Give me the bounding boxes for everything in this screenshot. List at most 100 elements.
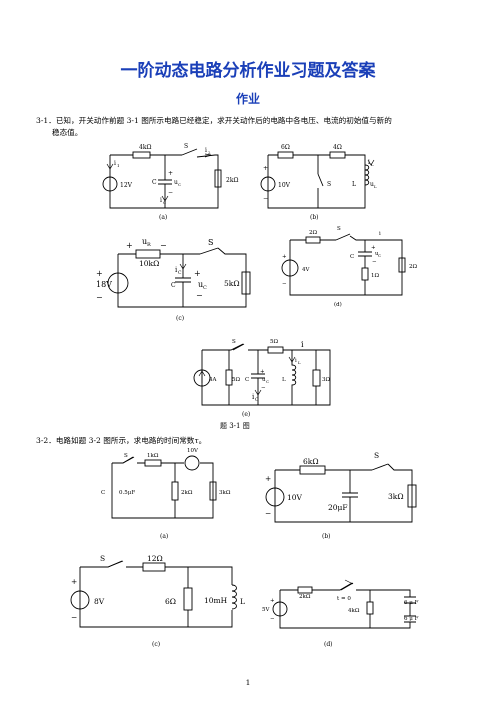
b-r2-label: 4Ω [333, 144, 342, 151]
2a-switch-label: S [124, 453, 128, 459]
a-i1-sub: 1 [117, 163, 120, 168]
resistor-2k-2a [171, 481, 179, 501]
c-uc-plus: + [194, 269, 201, 278]
e-r3-label: 3Ω [322, 377, 330, 383]
e-uc-label: u [262, 377, 266, 383]
d-c-label: C [350, 254, 354, 260]
b-minus: − [263, 195, 268, 202]
2b-switch-label: S [374, 451, 379, 460]
a-ic-label: i [160, 197, 162, 204]
e-r2-label: 5Ω [232, 377, 240, 383]
2d-r2-label: 4kΩ [348, 608, 360, 614]
capacitors-6uf [404, 596, 416, 623]
voltage-source-8v [70, 590, 90, 610]
b-inductor-label: L [352, 181, 356, 188]
e-l-label: L [282, 377, 286, 383]
c-r1-label: 10kΩ [139, 259, 159, 268]
2d-plus: + [270, 598, 275, 604]
voltage-source-10v-2a [184, 455, 200, 471]
b-il-label: i [368, 159, 370, 166]
fig-3-1-e-label: (e) [242, 411, 250, 418]
c-src-plus: + [96, 269, 103, 278]
c-plus-top: + [126, 241, 133, 250]
b-source-label: 10V [278, 182, 291, 189]
fig-3-2-d-label: (d) [324, 641, 333, 648]
c-switch-label: S [208, 238, 213, 247]
a-switch-label: S [184, 143, 188, 150]
d-uc-minus: − [372, 259, 377, 265]
e-switch-label: S [232, 339, 236, 345]
fig-3-1-a-label: (a) [159, 214, 167, 221]
2c-r1-label: 12Ω [147, 554, 163, 563]
d-uc-plus: + [371, 245, 376, 251]
c-ic-sub: C [178, 270, 182, 276]
b-plus: + [263, 165, 268, 172]
2b-minus: − [265, 509, 271, 518]
d-switch-label: S [337, 226, 341, 232]
voltage-source-4v [281, 259, 299, 277]
section-heading: 作业 [235, 92, 260, 106]
switch-a [181, 148, 198, 156]
voltage-source-5v [272, 601, 288, 617]
circuit-3-2-d [272, 579, 416, 629]
d-r1-label: 2Ω [309, 230, 317, 236]
c-ur-label: u [142, 237, 147, 246]
b-ul-sub: L [374, 184, 377, 189]
2b-plus: + [265, 474, 271, 483]
resistor-2ohm-top [305, 236, 321, 244]
2b-r2-label: 3kΩ [388, 492, 404, 501]
question-3-2-text: 3-2．电路如题 3-2 图所示，求电路的时间常数 [36, 436, 195, 445]
2a-r2-label: 2kΩ [181, 490, 193, 496]
resistor-2k-2d [297, 586, 313, 594]
2d-minus: − [270, 616, 275, 622]
e-c-label: C [245, 377, 249, 383]
resistor-10k [135, 249, 161, 259]
e-i-label: i [301, 340, 304, 349]
c-source-label: 18V [96, 280, 112, 289]
c-r2-label: 5kΩ [224, 279, 240, 288]
2c-l-value: 10mH [204, 596, 228, 605]
fig-3-1-b-label: (b) [310, 214, 319, 221]
d-uc-label: u [375, 251, 379, 257]
resistor-4k-2d [366, 601, 374, 615]
d-source-label: 4V [302, 267, 310, 273]
e-ic-sub: C [255, 397, 259, 403]
b-il-sub: L [371, 162, 374, 167]
question-3-1-line2: 稳态值。 [52, 128, 83, 137]
2b-r1-label: 6kΩ [303, 457, 319, 466]
current-source-4a [193, 369, 211, 387]
circuit-3-1-e [193, 343, 331, 406]
2a-r3-label: 3kΩ [219, 490, 231, 496]
a-source-label: 12V [120, 182, 133, 189]
fig-3-1-d-label: (d) [334, 301, 342, 308]
e-il-label: i [295, 358, 297, 364]
resistor-5ohm-top [267, 346, 284, 354]
2b-c-label: 20μF [328, 503, 348, 512]
c-minus-top: − [160, 241, 167, 250]
2c-plus: + [71, 577, 77, 586]
2c-r2-label: 6Ω [165, 597, 176, 606]
2d-c2-label: 6 μ F [404, 616, 419, 622]
c-uc-sub: C [203, 285, 207, 291]
a-uc-label: u [174, 179, 178, 186]
circuit-3-1-d [281, 233, 406, 296]
e-ic-label: i [252, 393, 255, 401]
d-r3-label: 2Ω [409, 264, 417, 270]
a-i2-sub: 2 [208, 150, 211, 155]
resistor-12ohm [142, 562, 166, 572]
switch-c [199, 247, 219, 255]
b-switch-label: S [327, 181, 331, 188]
resistor-3ohm [312, 369, 321, 387]
c-src-minus: − [96, 293, 103, 302]
circuit-3-2-c [70, 560, 237, 628]
resistor-2ohm-right [398, 257, 406, 273]
question-3-1-line1: 3-1．已知，开关动作前题 3-1 图所示电路已经稳定，求开关动作后的电路中各电… [36, 116, 392, 125]
a-r2-label: 2kΩ [226, 177, 238, 184]
resistor-5ohm-mid [225, 369, 233, 386]
e-uc-plus: + [260, 369, 265, 375]
2c-minus: − [71, 613, 77, 622]
a-plus: + [168, 170, 173, 177]
inductor-e [291, 350, 297, 405]
e-uc-minus: − [261, 385, 266, 391]
2d-c1-label: 6 μ F [404, 600, 419, 606]
